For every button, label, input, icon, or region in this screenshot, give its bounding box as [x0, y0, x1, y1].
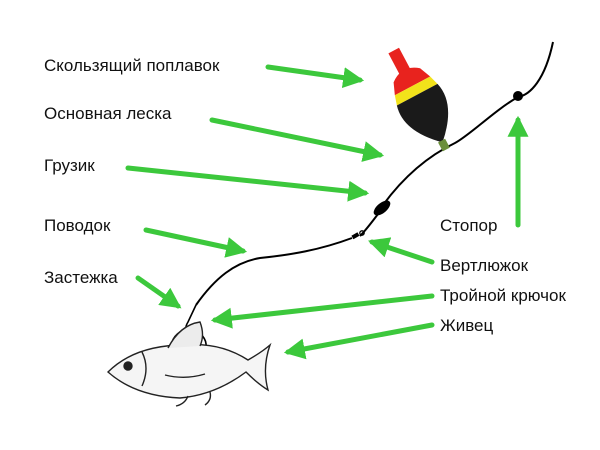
sinker: [373, 200, 391, 216]
arrow-clasp: [135, 275, 182, 309]
arrow-live-bait: [283, 322, 435, 360]
label-clasp: Застежка: [44, 268, 118, 287]
label-live-bait: Живец: [440, 316, 494, 335]
swivel: [351, 230, 365, 240]
arrow-sinker: [125, 165, 370, 202]
stopper-bead: [513, 91, 523, 101]
label-swivel: Вертлюжок: [440, 256, 529, 275]
leader-line: [195, 237, 353, 306]
arrow-swivel: [368, 237, 435, 265]
arrow-main-line: [209, 117, 385, 162]
main-line: [382, 41, 554, 206]
label-leader: Поводок: [44, 216, 111, 235]
sliding-float: [388, 47, 450, 152]
arrow-float: [265, 64, 365, 89]
label-treble-hook: Тройной крючок: [440, 286, 566, 305]
label-float: Скользящий поплавок: [44, 56, 220, 75]
arrow-treble-hook: [210, 293, 435, 329]
label-main-line: Основная леска: [44, 104, 172, 123]
arrow-leader: [143, 227, 248, 258]
live-bait-fish: [106, 321, 272, 407]
label-sinker: Грузик: [44, 156, 95, 175]
label-stopper: Стопор: [440, 216, 498, 235]
